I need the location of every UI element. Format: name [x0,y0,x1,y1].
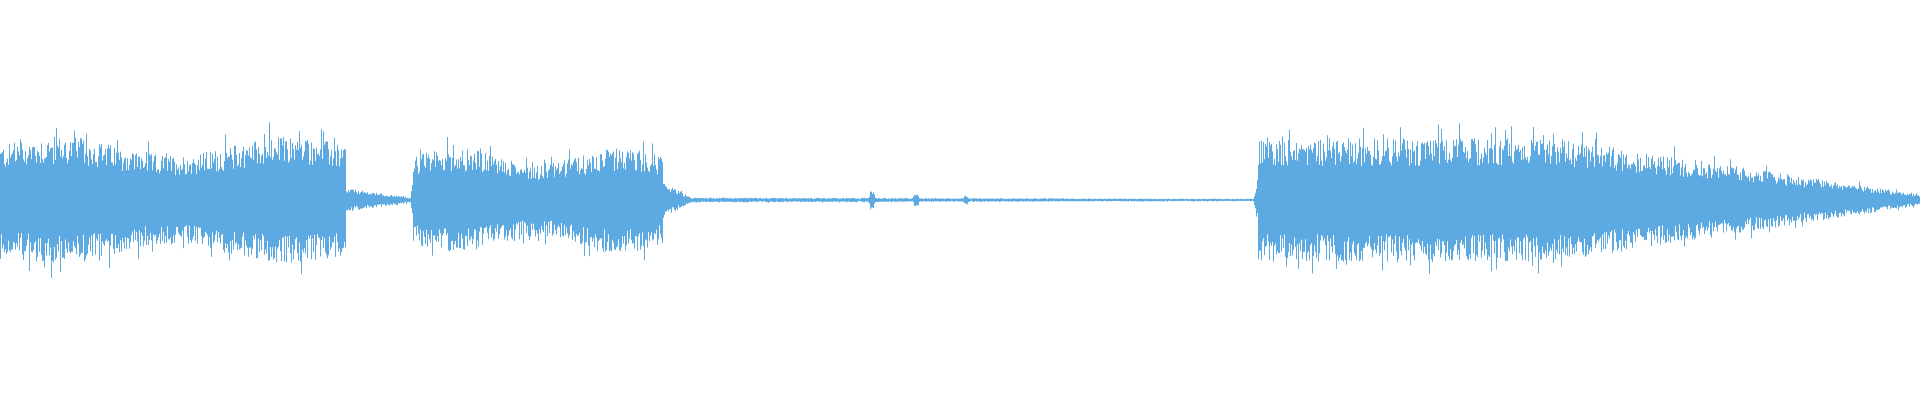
waveform-bars [0,122,1920,278]
